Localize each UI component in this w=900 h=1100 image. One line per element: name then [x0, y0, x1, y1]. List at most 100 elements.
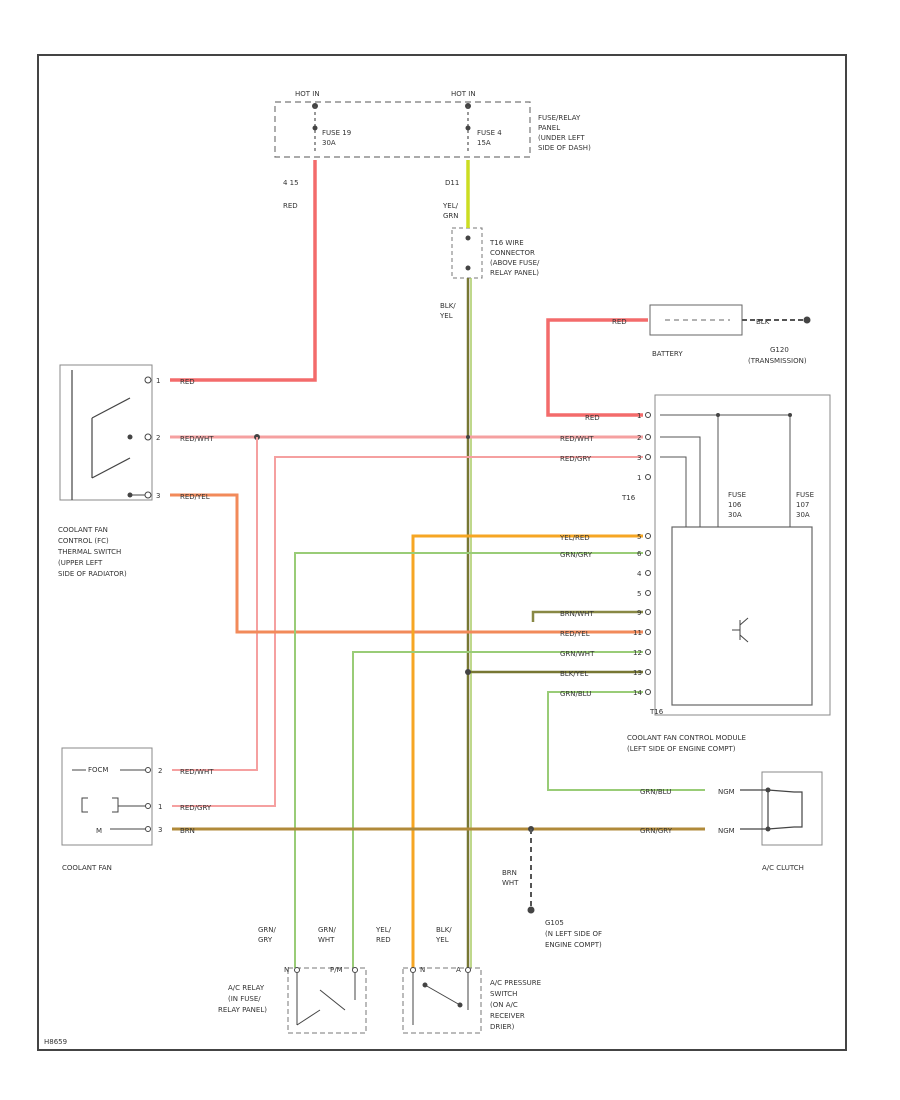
thermal-switch-pin2 [144, 433, 152, 441]
connector-d11: D11 [445, 179, 459, 187]
pressure-switch-pin-b-label: A [456, 966, 461, 974]
wire-grn-blu [547, 691, 705, 791]
module-pin2-lead [660, 436, 701, 527]
thermal-pin2-num: 2 [156, 434, 160, 442]
fuse19-mid-terminal [312, 125, 318, 131]
ac-relay-label-1: A/C RELAY [228, 984, 265, 992]
module-pin-num: 2 [637, 434, 641, 442]
ac-clutch-box [761, 771, 823, 846]
module-outer-box [654, 394, 831, 716]
coolant-fan-pin1 [145, 767, 151, 773]
wire-grn-wht [352, 651, 643, 968]
ac-clutch-pin2: NGM [718, 827, 735, 835]
thermal-switch-contact-2 [91, 457, 131, 479]
thermal-wire3-label: RED/YEL [180, 493, 210, 501]
t16-label-3: (ABOVE FUSE/ [490, 259, 540, 267]
wire-yel-grn-2: GRN [443, 212, 459, 220]
thermal-wire1-label: RED [180, 378, 195, 386]
module-wire-label: RED/WHT [560, 435, 594, 443]
module-pin-num: 12 [633, 649, 642, 657]
module-pin-num: 14 [633, 689, 642, 697]
ac-relay-pin-a [294, 967, 300, 973]
fuse106-3: 30A [728, 511, 742, 519]
battery-ground-1: G120 [770, 346, 789, 354]
coolant-fan-wire3: BRN [180, 827, 195, 835]
t16-pin-bottom [465, 265, 471, 271]
module-pin-numbers: 1 2 3 1 5 6 4 5 9 11 12 13 14 [633, 412, 642, 697]
module-pin [645, 609, 651, 615]
module-pins [645, 412, 651, 695]
bottom-wire3-b: RED [376, 936, 391, 944]
module-wire-label: BRN/WHT [560, 610, 594, 618]
bottom-wire4-a: BLK/ [436, 926, 452, 934]
g105-label-2: (N LEFT SIDE OF [545, 930, 602, 938]
module-transistor-icon [732, 617, 749, 643]
module-pin [645, 649, 651, 655]
module-wire-label: BLK/YEL [560, 670, 588, 678]
ac-pressure-switch-box [402, 967, 482, 1034]
wire-red-label-top: RED [283, 202, 298, 210]
pressure-switch-pin-a-label: N [420, 966, 425, 974]
pressure-switch-label-4: RECEIVER [490, 1012, 525, 1020]
module-pin [645, 629, 651, 635]
ac-clutch-wire2: GRN/GRY [640, 827, 673, 835]
wire-blk-yel-1: BLK/ [440, 302, 456, 310]
coolant-fan-wire1: RED/WHT [180, 768, 214, 776]
module-pin-num: 5 [637, 590, 641, 598]
pressure-switch-label-1: A/C PRESSURE [490, 979, 541, 987]
module-t16-top: T16 [621, 494, 636, 502]
module-label-1: COOLANT FAN CONTROL MODULE [627, 734, 746, 742]
thermal-switch-pin1 [144, 376, 152, 384]
hot-in-left: HOT IN [295, 90, 320, 98]
ac-relay-coil-icon [296, 973, 356, 1026]
module-wire-labels: RED/WHT RED/GRY YEL/RED GRN/GRY BRN/WHT … [559, 435, 595, 698]
module-pin [645, 434, 651, 440]
thermal-label-1: COOLANT FAN [58, 526, 108, 534]
bottom-wire4-b: YEL [435, 936, 449, 944]
fuse19-label-2: 30A [322, 139, 336, 147]
module-pin [645, 454, 651, 460]
module-wire-label: GRN/GRY [560, 551, 593, 559]
battery-name: BATTERY [652, 350, 683, 358]
module-pin-num: 5 [637, 533, 641, 541]
module-wire-label: GRN/WHT [560, 650, 595, 658]
wire-red-fuse19 [170, 160, 317, 382]
module-pin-num: 1 [637, 474, 641, 482]
module-label-2: (LEFT SIDE OF ENGINE COMPT) [627, 745, 736, 753]
hot-in-right: HOT IN [451, 90, 476, 98]
coolant-fan-box [61, 747, 153, 846]
thermal-wire2-label: RED/WHT [180, 435, 214, 443]
ac-clutch-node-2 [765, 826, 771, 832]
wire-blk-yel-2: YEL [439, 312, 453, 320]
splice-blk-yel-cross [466, 435, 470, 439]
thermal-switch-pin3-node [127, 492, 133, 498]
thermal-label-5: SIDE OF RADIATOR) [58, 570, 127, 578]
thermal-label-2: CONTROL (FC) [58, 537, 109, 545]
module-pin [645, 590, 651, 596]
wire-red-battery [546, 318, 648, 417]
panel-label-2: PANEL [538, 124, 560, 132]
ac-relay-pin-b [352, 967, 358, 973]
thermal-label-4: (UPPER LEFT [58, 559, 103, 567]
pressure-switch-contact-icon [412, 973, 469, 1025]
bottom-wire1-a: GRN/ [258, 926, 277, 934]
coolant-fan-pin2 [145, 803, 151, 809]
fuse-relay-panel-box [274, 101, 531, 158]
module-pin-num: 1 [637, 412, 641, 420]
panel-label-3: (UNDER LEFT [538, 134, 585, 142]
module-node-2 [788, 413, 792, 417]
thermal-pin1-num: 1 [156, 377, 160, 385]
thermal-switch-contact-1 [91, 397, 131, 419]
module-node-1 [716, 413, 720, 417]
bottom-wire2-b: WHT [318, 936, 335, 944]
wire-yel-grn-1: YEL/ [442, 202, 459, 210]
g105-wire-1: BRN [502, 869, 517, 877]
module-pin-num: 11 [633, 629, 642, 637]
connector-4-15: 4 15 [283, 179, 299, 187]
battery-blk-label: BLK [756, 318, 770, 326]
g105-wire-2: WHT [502, 879, 519, 887]
module-pin [645, 474, 651, 480]
module-pin [645, 570, 651, 576]
module-inner-box [671, 526, 813, 706]
module-pin [645, 533, 651, 539]
